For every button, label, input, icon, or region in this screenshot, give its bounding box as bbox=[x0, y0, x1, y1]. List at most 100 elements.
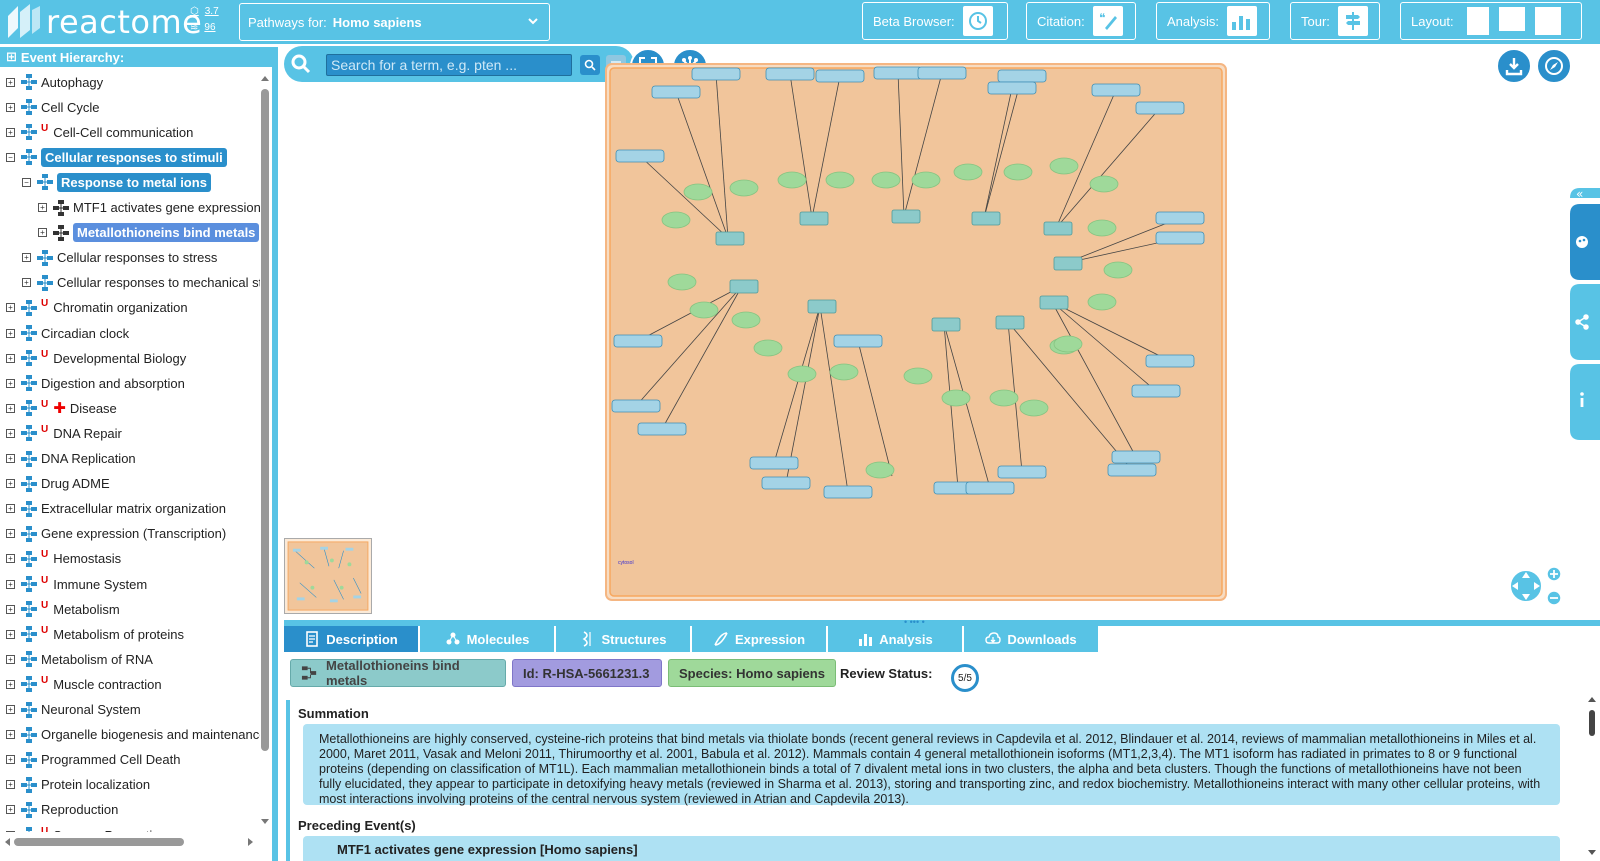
reactome-logo[interactable]: reactome bbox=[4, 2, 202, 42]
protein-node[interactable] bbox=[765, 67, 815, 81]
tree-item[interactable]: +Digestion and absorption bbox=[6, 372, 185, 394]
protein-node[interactable] bbox=[987, 81, 1037, 95]
tree-item[interactable]: +Autophagy bbox=[6, 71, 103, 93]
complex-node[interactable] bbox=[799, 211, 829, 226]
tab-downloads[interactable]: Downloads bbox=[964, 626, 1098, 652]
expand-icon[interactable]: + bbox=[6, 604, 15, 614]
pathway-diagram[interactable]: cytosol « bbox=[284, 44, 1600, 620]
small-molecule-node[interactable] bbox=[753, 339, 783, 357]
protein-node[interactable] bbox=[1091, 83, 1141, 97]
tab-description[interactable]: Description bbox=[284, 626, 418, 652]
small-molecule-node[interactable] bbox=[729, 179, 759, 197]
tree-horizontal-scrollbar[interactable] bbox=[4, 837, 254, 847]
protein-node[interactable] bbox=[997, 69, 1047, 83]
expand-icon[interactable]: + bbox=[6, 805, 15, 815]
expand-icon[interactable]: + bbox=[6, 554, 15, 564]
complex-node[interactable] bbox=[1053, 256, 1083, 271]
small-molecule-node[interactable] bbox=[1049, 157, 1079, 175]
expand-icon[interactable]: + bbox=[6, 830, 15, 832]
tab-structures[interactable]: Structures bbox=[556, 626, 690, 652]
expand-icon[interactable]: + bbox=[38, 228, 47, 238]
expand-icon[interactable]: + bbox=[6, 479, 15, 489]
small-molecule-node[interactable] bbox=[1003, 163, 1033, 181]
small-molecule-node[interactable] bbox=[1053, 335, 1083, 353]
complex-node[interactable] bbox=[1039, 295, 1069, 310]
panel-splitter[interactable]: • ••• • bbox=[284, 617, 1600, 627]
tour-button[interactable] bbox=[1337, 6, 1368, 36]
expand-icon[interactable]: + bbox=[6, 679, 15, 689]
complex-node[interactable] bbox=[995, 315, 1025, 330]
small-molecule-node[interactable] bbox=[777, 171, 807, 189]
small-molecule-node[interactable] bbox=[689, 301, 719, 319]
expand-icon[interactable]: + bbox=[6, 127, 15, 137]
protein-node[interactable] bbox=[613, 334, 663, 348]
small-molecule-node[interactable] bbox=[911, 171, 941, 189]
protein-node[interactable] bbox=[997, 465, 1047, 479]
small-molecule-node[interactable] bbox=[787, 365, 817, 383]
complex-node[interactable] bbox=[931, 317, 961, 332]
small-molecule-node[interactable] bbox=[871, 171, 901, 189]
analysis-button[interactable] bbox=[1227, 6, 1258, 36]
tab-analysis[interactable]: Analysis bbox=[828, 626, 962, 652]
protein-node[interactable] bbox=[917, 66, 967, 80]
protein-node[interactable] bbox=[615, 149, 665, 163]
tree-item[interactable]: +Reproduction bbox=[6, 799, 118, 821]
tree-item[interactable]: −Cellular responses to stimuli bbox=[6, 146, 227, 168]
layout-left-panel-icon[interactable] bbox=[1461, 6, 1490, 36]
tree-item[interactable]: +USensory Perception bbox=[6, 824, 167, 832]
protein-node[interactable] bbox=[1155, 231, 1205, 245]
expand-icon[interactable]: + bbox=[6, 755, 15, 765]
tree-item[interactable]: +Extracellular matrix organization bbox=[6, 498, 226, 520]
tree-item[interactable]: +Cellular responses to mechanical stimul… bbox=[22, 272, 260, 294]
small-molecule-node[interactable] bbox=[941, 389, 971, 407]
complex-node[interactable] bbox=[807, 299, 837, 314]
tree-item[interactable]: +Drug ADME bbox=[6, 473, 110, 495]
tree-item[interactable]: +DNA Replication bbox=[6, 448, 136, 470]
protein-node[interactable] bbox=[1135, 101, 1185, 115]
small-molecule-node[interactable] bbox=[1087, 219, 1117, 237]
protein-node[interactable] bbox=[873, 66, 923, 80]
small-molecule-node[interactable] bbox=[667, 273, 697, 291]
small-molecule-node[interactable] bbox=[829, 363, 859, 381]
preceding-event-item[interactable]: MTF1 activates gene expression [Homo sap… bbox=[303, 836, 1560, 861]
complex-node[interactable] bbox=[891, 209, 921, 224]
species-selector[interactable]: Pathways for: Homo sapiens bbox=[239, 3, 550, 41]
expand-icon[interactable]: + bbox=[6, 353, 15, 363]
tree-vertical-scrollbar[interactable] bbox=[260, 75, 270, 825]
tree-item[interactable]: +Metabolism of RNA bbox=[6, 648, 153, 670]
small-molecule-node[interactable] bbox=[903, 367, 933, 385]
small-molecule-node[interactable] bbox=[1019, 399, 1049, 417]
share-icon[interactable] bbox=[1575, 314, 1589, 330]
palette-icon[interactable] bbox=[1576, 236, 1588, 248]
expand-icon[interactable]: + bbox=[6, 102, 15, 112]
small-molecule-node[interactable] bbox=[1089, 175, 1119, 193]
protein-node[interactable] bbox=[815, 69, 865, 83]
expand-icon[interactable]: + bbox=[6, 629, 15, 639]
tab-molecules[interactable]: Molecules bbox=[420, 626, 554, 652]
layout-fullscreen-icon[interactable] bbox=[1533, 6, 1562, 36]
protein-node[interactable] bbox=[1131, 384, 1181, 398]
expand-icon[interactable]: + bbox=[6, 504, 15, 514]
complex-node[interactable] bbox=[1043, 221, 1073, 236]
download-diagram-button[interactable] bbox=[1496, 48, 1532, 84]
diagram-settings-button[interactable] bbox=[1536, 48, 1572, 84]
protein-node[interactable] bbox=[749, 456, 799, 470]
expand-icon[interactable]: + bbox=[6, 378, 15, 388]
expand-icon[interactable]: + bbox=[6, 403, 15, 413]
protein-node[interactable] bbox=[1107, 463, 1157, 477]
tree-item[interactable]: +Neuronal System bbox=[6, 699, 141, 721]
tree-item[interactable]: +Cellular responses to stress bbox=[22, 247, 217, 269]
small-molecule-node[interactable] bbox=[865, 461, 895, 479]
tree-item[interactable]: +Protein localization bbox=[6, 774, 150, 796]
protein-node[interactable] bbox=[1111, 450, 1161, 464]
small-molecule-node[interactable] bbox=[989, 389, 1019, 407]
pan-zoom-controls[interactable] bbox=[1504, 564, 1568, 610]
tree-item[interactable]: +Gene expression (Transcription) bbox=[6, 523, 226, 545]
tree-item[interactable]: +Cell Cycle bbox=[6, 96, 100, 118]
version-link[interactable]: ⬡3.7 bbox=[190, 4, 219, 20]
